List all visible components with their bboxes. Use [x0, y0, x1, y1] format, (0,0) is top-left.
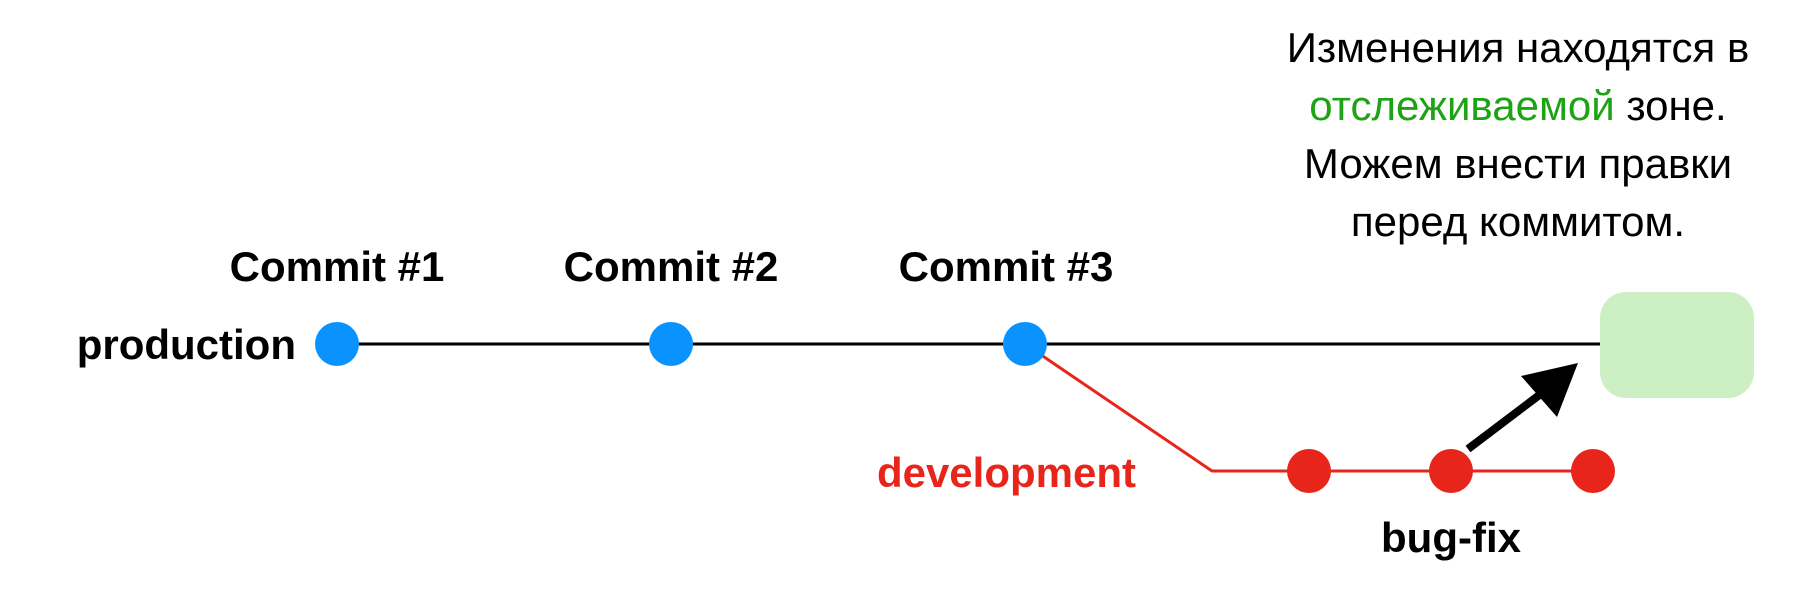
production-branch-label: production	[77, 321, 296, 368]
arrow-up-right-icon	[1465, 363, 1578, 453]
note-text: перед коммитом.	[1351, 198, 1685, 245]
note-highlight-text: отслеживаемой	[1309, 82, 1614, 129]
commit-label: Commit #1	[230, 243, 445, 290]
commit-node	[1571, 449, 1615, 493]
note-line: Изменения находятся в	[1287, 24, 1750, 71]
commit-node	[649, 322, 693, 366]
note-text: Изменения находятся в	[1287, 24, 1750, 71]
staging-area-box	[1600, 292, 1754, 398]
note-text: зоне.	[1615, 82, 1727, 129]
note-line: отслеживаемой зоне.	[1309, 82, 1726, 129]
commit-node	[1429, 449, 1473, 493]
production-commits: Commit #1 Commit #2 Commit #3	[230, 243, 1114, 366]
commit-node	[1287, 449, 1331, 493]
commit-node	[1003, 322, 1047, 366]
staging-note: Изменения находятся в отслеживаемой зоне…	[1287, 24, 1750, 245]
development-commits: bug-fix	[1287, 449, 1615, 561]
note-line: Можем внести правки	[1304, 140, 1732, 187]
commit-node	[315, 322, 359, 366]
commit-label: Commit #2	[564, 243, 779, 290]
development-branch-label: development	[877, 449, 1136, 496]
commit-label-bug-fix: bug-fix	[1381, 514, 1522, 561]
commit-label: Commit #3	[899, 243, 1114, 290]
note-line: перед коммитом.	[1351, 198, 1685, 245]
note-text: Можем внести правки	[1304, 140, 1732, 187]
